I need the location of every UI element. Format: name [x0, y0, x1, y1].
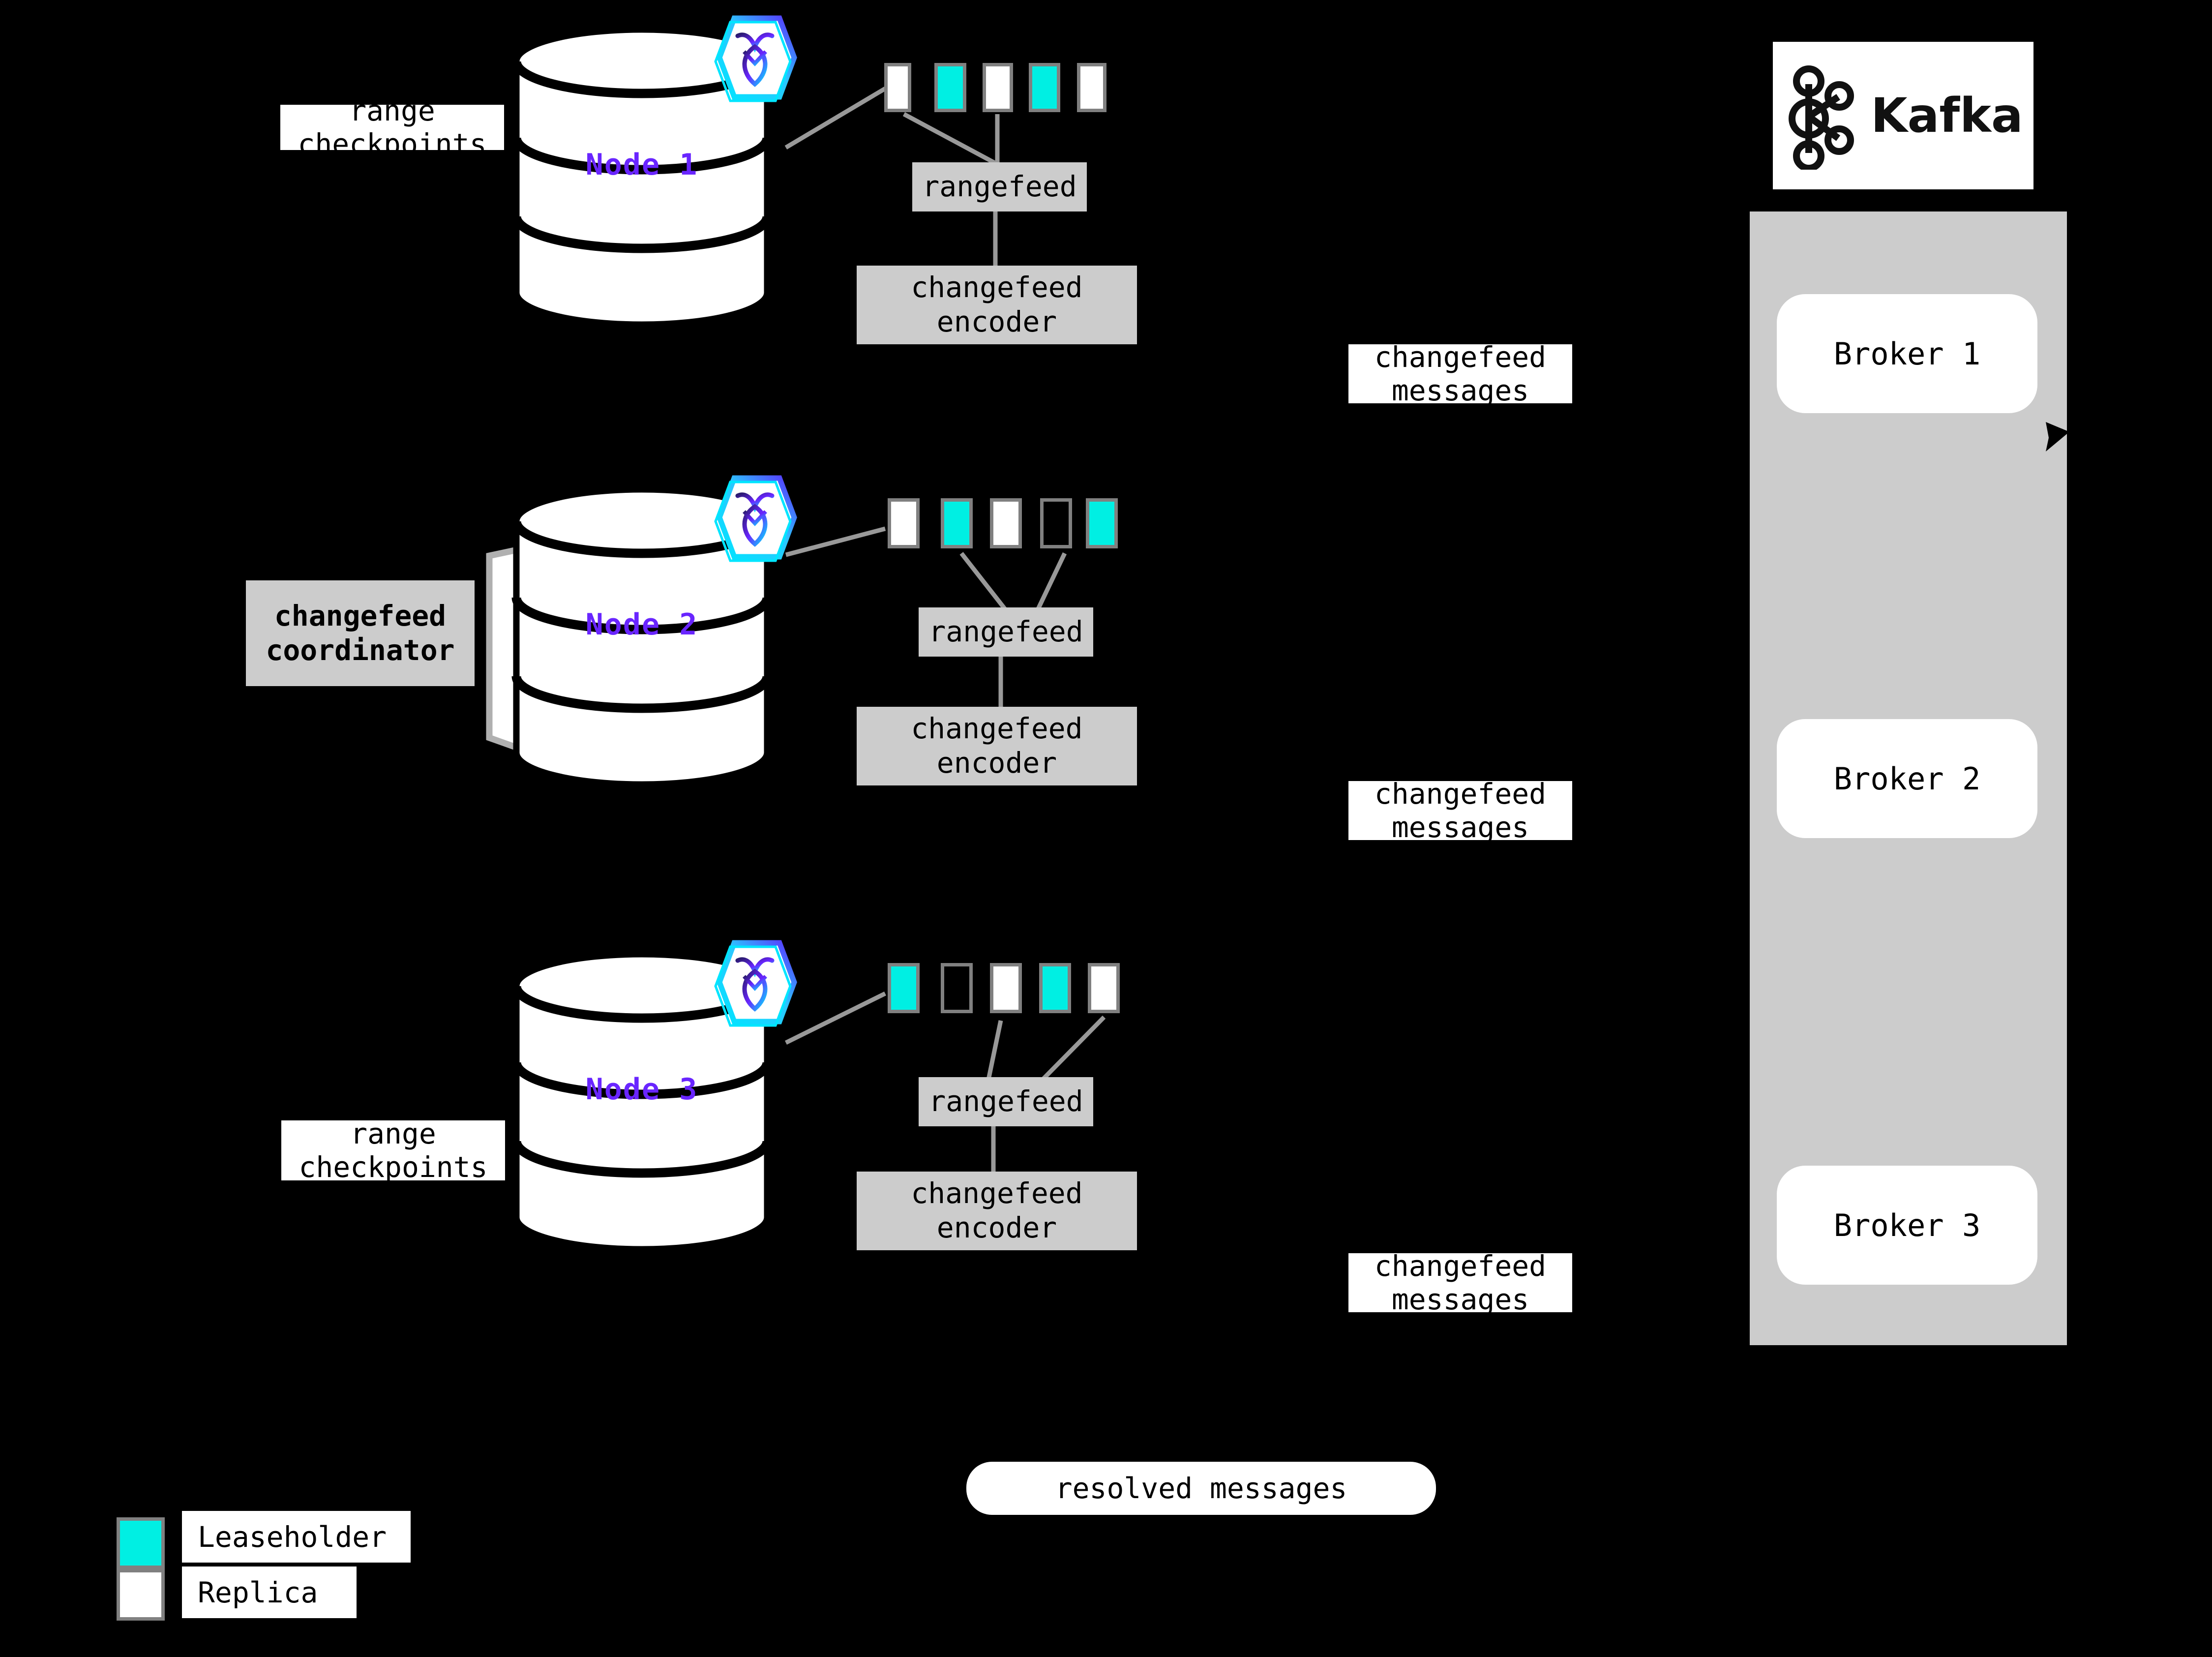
node2-range-2[interactable]: [941, 498, 973, 548]
node1-cockroachdb-logo: [711, 12, 799, 106]
node1-range-checkpoints-label: range checkpoints: [280, 94, 504, 161]
node1-range-5[interactable]: [1077, 63, 1106, 112]
node3-range-checkpoints-label: range checkpoints: [281, 1116, 505, 1184]
node3-changefeed-encoder-box[interactable]: changefeed encoder: [857, 1172, 1137, 1250]
node1-range-1[interactable]: [884, 63, 911, 112]
resolved-messages-pill[interactable]: resolved messages: [966, 1462, 1436, 1515]
node3-range-checkpoints-line2: checkpoints: [299, 1150, 488, 1184]
node2-cockroachdb-logo: [711, 472, 799, 566]
kafka-broker-3[interactable]: Broker 3: [1777, 1166, 2037, 1285]
node3-range-1[interactable]: [888, 963, 920, 1013]
kafka-logo: Kafka: [1773, 42, 2033, 189]
node1-range-2[interactable]: [934, 63, 966, 112]
node1-range-checkpoints-line2: checkpoints: [298, 127, 487, 161]
node3-range-5[interactable]: [1088, 963, 1120, 1013]
node1-encoder-line2: encoder: [936, 305, 1057, 338]
node2-encoder-line2: encoder: [936, 746, 1057, 780]
node1-changefeed-encoder-box[interactable]: changefeed encoder: [857, 266, 1137, 344]
node1-cylinder: Node 1: [511, 25, 772, 330]
node1-range-3[interactable]: [983, 63, 1013, 112]
node1-label: Node 1: [585, 148, 698, 182]
node3-range-3[interactable]: [990, 963, 1022, 1013]
node2-range-5[interactable]: [1086, 498, 1118, 548]
node2-changefeed-encoder-box[interactable]: changefeed encoder: [857, 707, 1137, 785]
node3-label: Node 3: [585, 1072, 698, 1107]
changefeed-messages-1-line2: messages: [1391, 374, 1529, 407]
node2-label: Node 2: [585, 607, 698, 642]
node2-range-3[interactable]: [990, 498, 1022, 548]
changefeed-messages-1-line1: changefeed: [1374, 340, 1547, 374]
node2-range-1[interactable]: [888, 498, 920, 548]
legend-label-replica: Replica: [182, 1567, 357, 1618]
node3-range-2[interactable]: [941, 963, 973, 1013]
node1-rangefeed-box[interactable]: rangefeed: [912, 162, 1087, 211]
changefeed-messages-label-1: changefeed messages: [1348, 340, 1572, 407]
kafka-network-icon: [1789, 65, 1854, 170]
node2-coordinator-line2: coordinator: [266, 633, 455, 667]
changefeed-messages-label-2: changefeed messages: [1348, 777, 1572, 844]
node2-encoder-line1: changefeed: [911, 712, 1083, 746]
node2-coordinator-line1: changefeed: [274, 599, 447, 633]
node3-range-4[interactable]: [1039, 963, 1071, 1013]
node3-cockroachdb-logo: [711, 937, 799, 1030]
kafka-inbound-arrows: [2046, 422, 2069, 452]
node3-encoder-line2: encoder: [936, 1211, 1057, 1244]
node3-rangefeed-box[interactable]: rangefeed: [919, 1077, 1093, 1126]
kafka-logo-text: Kafka: [1871, 88, 2023, 143]
node1-encoder-line1: changefeed: [911, 271, 1083, 304]
node1-range-4[interactable]: [1029, 63, 1060, 112]
legend-label-leaseholder: Leaseholder: [182, 1511, 411, 1563]
node2-rangefeed-box[interactable]: rangefeed: [919, 607, 1093, 657]
node2-changefeed-coordinator-box[interactable]: changefeed coordinator: [246, 580, 475, 686]
changefeed-messages-2-line1: changefeed: [1374, 777, 1547, 811]
changefeed-messages-label-3: changefeed messages: [1348, 1249, 1572, 1316]
kafka-broker-2[interactable]: Broker 2: [1777, 719, 2037, 838]
changefeed-messages-2-line2: messages: [1391, 811, 1529, 844]
kafka-broker-1[interactable]: Broker 1: [1777, 294, 2037, 413]
node1-range-checkpoints-line1: range: [349, 93, 435, 127]
legend-swatch-replica: [117, 1569, 165, 1621]
changefeed-messages-3-line2: messages: [1391, 1283, 1529, 1316]
node3-cylinder: Node 3: [511, 949, 772, 1254]
changefeed-messages-3-line1: changefeed: [1374, 1249, 1547, 1283]
node2-cylinder: Node 2: [511, 484, 772, 789]
node2-range-4[interactable]: [1040, 498, 1072, 548]
node3-encoder-line1: changefeed: [911, 1176, 1083, 1210]
legend-swatch-leaseholder: [117, 1517, 165, 1569]
node3-range-checkpoints-line1: range: [350, 1116, 436, 1150]
